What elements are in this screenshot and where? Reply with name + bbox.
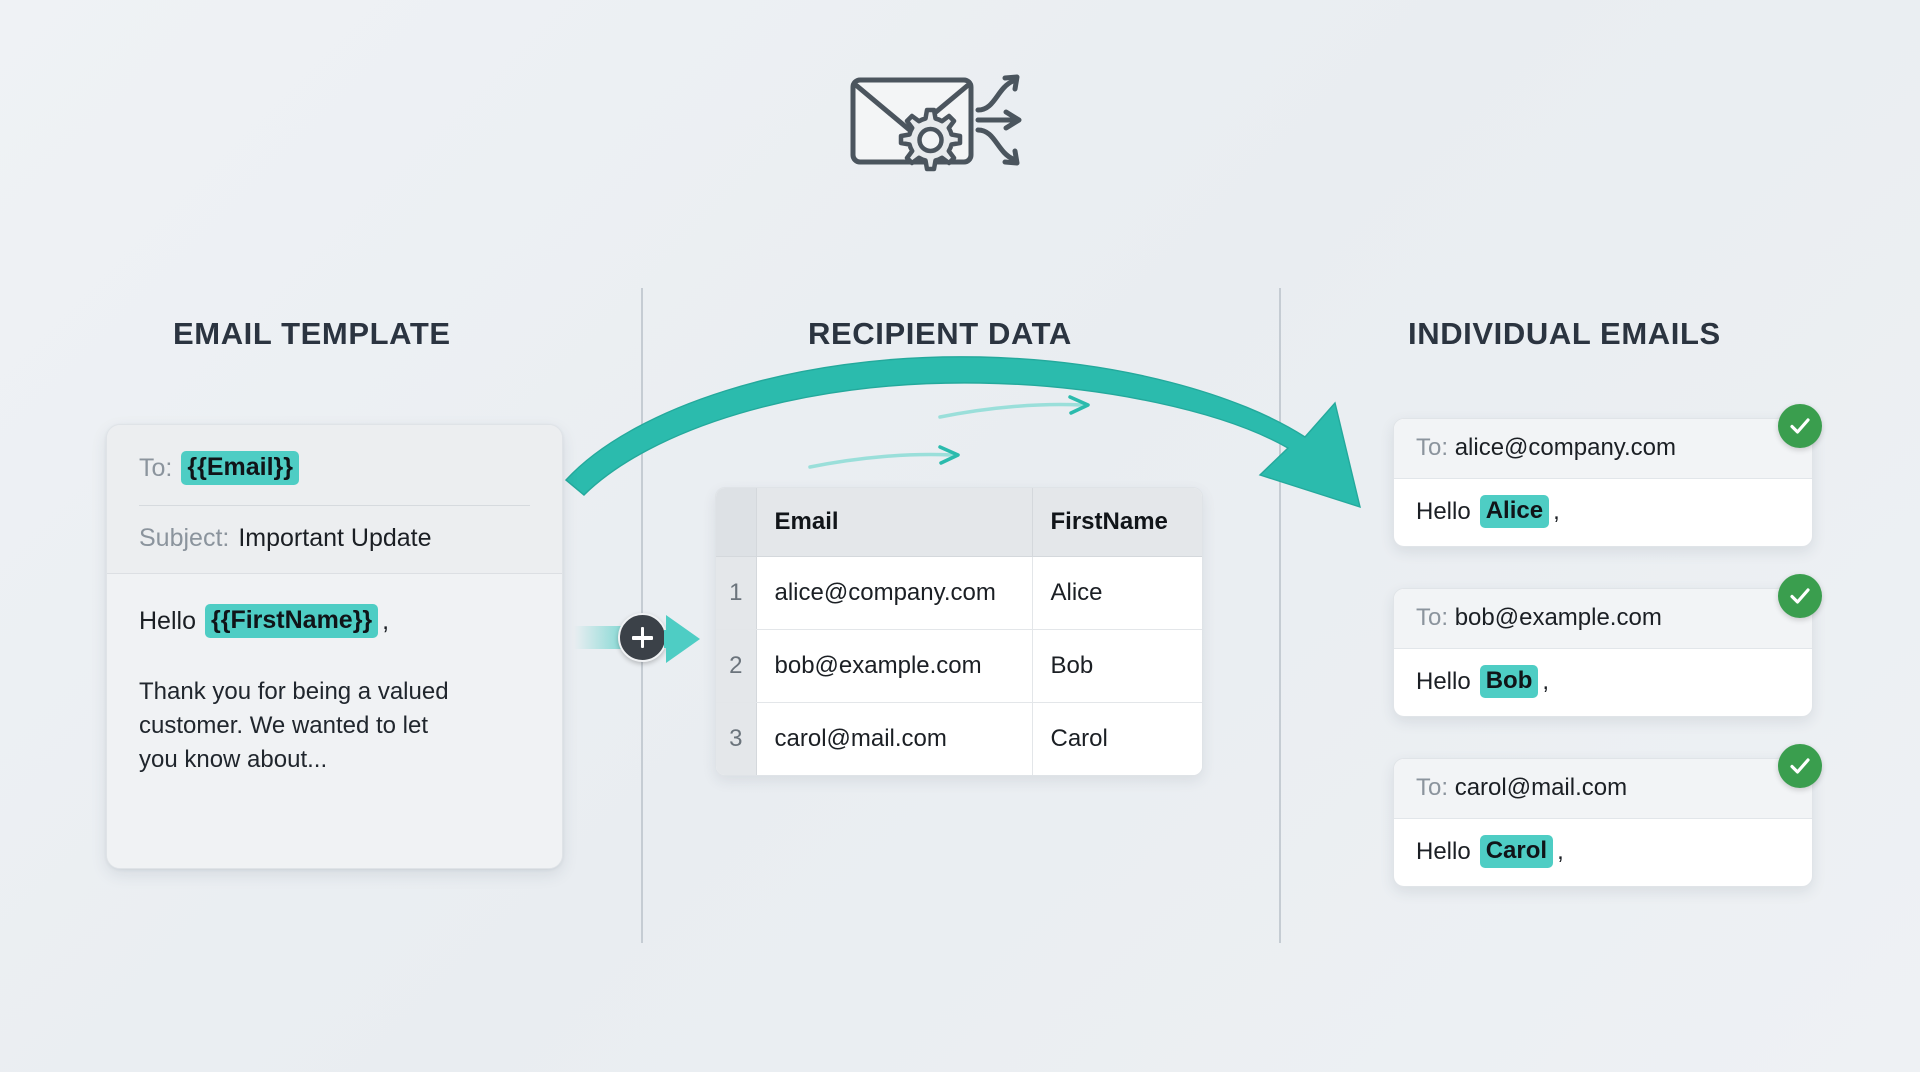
template-to-row: To: {{Email}} — [139, 451, 530, 485]
template-subject-value: Important Update — [238, 524, 432, 552]
email-to-value: carol@mail.com — [1454, 774, 1628, 801]
email-template-card[interactable]: To: {{Email}} Subject: Important Update … — [106, 424, 563, 869]
template-header-rule — [139, 505, 530, 506]
email-card-header: To: carol@mail.com — [1394, 759, 1812, 819]
merged-name-value: Carol — [1479, 835, 1554, 868]
table-header-firstname: FirstName — [1032, 488, 1202, 557]
email-card-body: Hello Bob , — [1394, 649, 1812, 716]
table-header-rownum — [716, 488, 757, 557]
template-greeting-comma: , — [382, 606, 390, 635]
individual-email-card[interactable]: To: carol@mail.com Hello Carol , — [1393, 758, 1813, 887]
email-to-value: bob@example.com — [1454, 604, 1662, 631]
recipient-data-table[interactable]: Email FirstName 1 alice@company.com Alic… — [715, 487, 1203, 776]
email-comma: , — [1557, 837, 1564, 865]
email-template-header: To: {{Email}} Subject: Important Update — [107, 425, 562, 574]
individual-email-card[interactable]: To: bob@example.com Hello Bob , — [1393, 588, 1813, 717]
column-title-individual-emails: INDIVIDUAL EMAILS — [1408, 316, 1721, 351]
cell-email: carol@mail.com — [756, 702, 1033, 775]
table-header-row: Email FirstName — [716, 488, 1202, 557]
row-number: 3 — [716, 702, 757, 775]
cell-firstname: Alice — [1032, 556, 1202, 630]
merged-name-value: Bob — [1479, 665, 1539, 698]
section-divider-right — [1279, 288, 1281, 943]
table-row[interactable]: 1 alice@company.com Alice — [716, 556, 1202, 630]
individual-email-card[interactable]: To: alice@company.com Hello Alice , — [1393, 418, 1813, 547]
row-number: 2 — [716, 629, 757, 703]
email-card-header: To: bob@example.com — [1394, 589, 1812, 649]
flow-arrow-template-to-emails — [560, 355, 1400, 540]
cell-firstname: Carol — [1032, 702, 1202, 775]
merge-plus-icon[interactable] — [618, 613, 667, 662]
email-hello: Hello — [1416, 667, 1471, 695]
template-body-paragraph: Thank you for being a valued customer. W… — [139, 678, 449, 774]
merge-connector — [574, 600, 724, 676]
merge-arrow-icon — [664, 605, 724, 678]
cell-email: bob@example.com — [756, 629, 1033, 703]
email-card-header: To: alice@company.com — [1394, 419, 1812, 479]
email-to-label: To: — [1416, 774, 1449, 801]
envelope-gear-branching-arrows-icon — [845, 62, 1045, 192]
column-title-recipient-data: RECIPIENT DATA — [808, 316, 1072, 351]
email-hello: Hello — [1416, 837, 1471, 865]
cell-firstname: Bob — [1032, 629, 1202, 703]
email-comma: , — [1542, 667, 1550, 695]
email-card-body: Hello Carol , — [1394, 819, 1812, 886]
email-comma: , — [1553, 497, 1560, 525]
success-check-icon — [1778, 574, 1822, 618]
merge-tag-firstname: {{FirstName}} — [204, 604, 379, 638]
table-header-email: Email — [756, 488, 1033, 557]
success-check-icon — [1778, 404, 1822, 448]
template-greeting-row: Hello {{FirstName}} , — [139, 604, 530, 638]
table-row[interactable]: 2 bob@example.com Bob — [716, 629, 1202, 703]
template-to-label: To: — [139, 453, 173, 482]
row-number: 1 — [716, 556, 757, 630]
email-card-body: Hello Alice , — [1394, 479, 1812, 546]
email-to-label: To: — [1416, 604, 1449, 631]
template-subject-row: Subject: Important Update — [139, 524, 530, 553]
success-check-icon — [1778, 744, 1822, 788]
merged-name-value: Alice — [1479, 495, 1550, 528]
cell-email: alice@company.com — [756, 556, 1033, 630]
email-to-label: To: — [1416, 434, 1449, 461]
merge-tag-email: {{Email}} — [181, 451, 299, 485]
column-title-email-template: EMAIL TEMPLATE — [173, 316, 451, 351]
template-subject-label: Subject: — [139, 524, 230, 552]
template-greeting-hello: Hello — [139, 606, 196, 635]
table-row[interactable]: 3 carol@mail.com Carol — [716, 702, 1202, 775]
email-to-value: alice@company.com — [1454, 434, 1677, 461]
email-hello: Hello — [1416, 497, 1471, 525]
email-template-body: Hello {{FirstName}} , Thank you for bein… — [107, 574, 562, 868]
